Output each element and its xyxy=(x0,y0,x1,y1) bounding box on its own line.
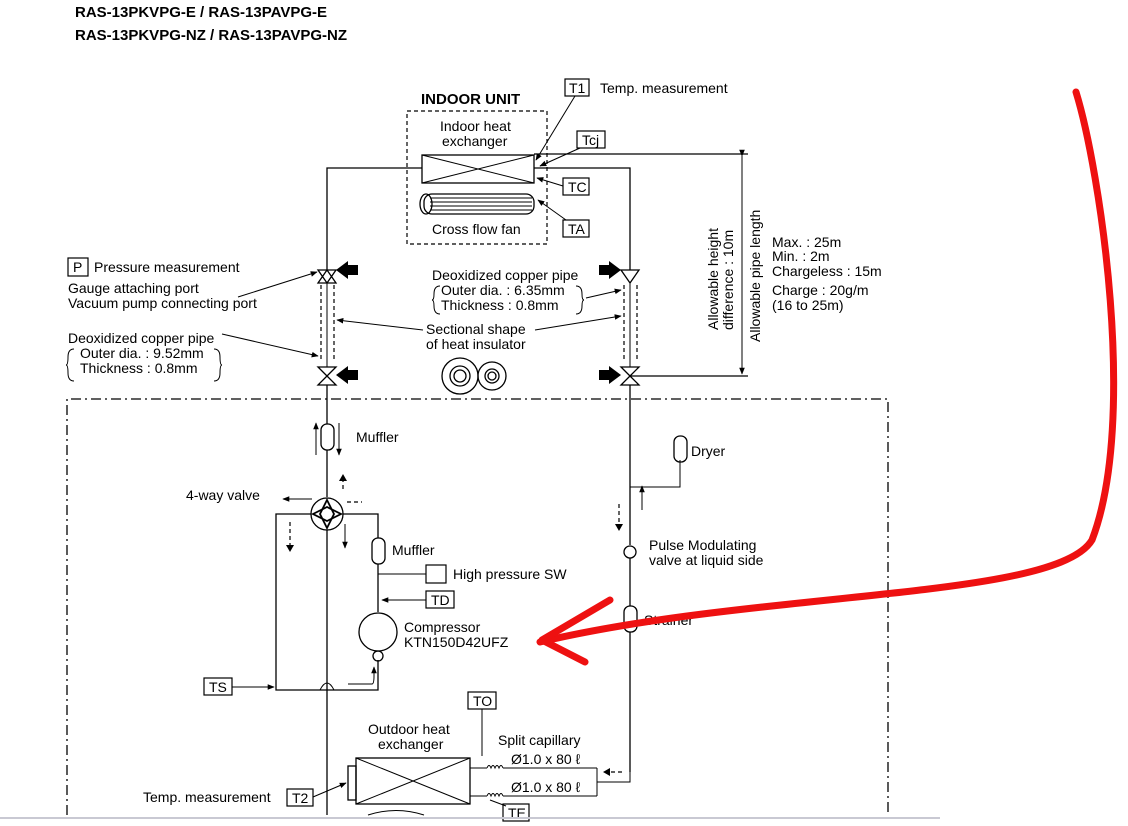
insulator-label-2: of heat insulator xyxy=(426,336,526,352)
right-service-valves xyxy=(619,269,641,399)
sensor-t2: T2 xyxy=(292,790,309,806)
pressure-measurement-label: Pressure measurement xyxy=(94,259,240,275)
split-capillary-label: Split capillary xyxy=(498,732,580,748)
capillary-1-label: Ø1.0 x 80 ℓ xyxy=(511,751,581,767)
left-brace-open xyxy=(65,348,75,382)
sensor-ta-box xyxy=(562,219,590,238)
sensor-t2-box xyxy=(286,788,314,807)
indoor-hx-label-1: Indoor heat xyxy=(440,118,511,134)
insulator-leader-left xyxy=(336,317,424,331)
sensor-tcj-box xyxy=(576,130,606,149)
suction-flow-arrow xyxy=(348,666,377,685)
right-pipe-title: Deoxidized copper pipe xyxy=(432,267,579,283)
cross-flow-fan-icon xyxy=(419,193,535,215)
left-pipe-outer: Outer dia. : 9.52mm xyxy=(80,345,204,361)
gauge-port-label: Gauge attaching port xyxy=(68,280,199,296)
allowable-charge: Charge : 20g/m xyxy=(772,282,869,298)
outdoor-hx-label-2: exchanger xyxy=(378,736,444,752)
sensor-to: TO xyxy=(473,693,492,709)
allowable-max: Max. : 25m xyxy=(772,234,841,250)
t2-leader xyxy=(312,782,347,798)
four-way-valve-piping xyxy=(275,474,379,750)
heat-insulator-section-icon xyxy=(441,357,507,395)
ta-leader xyxy=(537,199,567,221)
indoor-hx-label-2: exchanger xyxy=(442,133,508,149)
indoor-unit-title: INDOOR UNIT xyxy=(421,91,520,108)
tcj-leader xyxy=(539,147,581,167)
sensor-tc-box xyxy=(562,177,590,196)
sensor-t1-box xyxy=(564,78,590,97)
red-annotation-arrow xyxy=(536,88,1118,666)
flow-block-arrows xyxy=(336,261,621,384)
connecting-piping xyxy=(326,153,748,377)
allowable-height-2: difference : 10m xyxy=(720,230,736,330)
sensor-ta: TA xyxy=(568,221,586,237)
four-way-valve-label: 4-way valve xyxy=(186,487,260,503)
dryer-label: Dryer xyxy=(691,443,726,459)
allowable-height-1: Allowable height xyxy=(705,228,721,330)
sensor-tc: TC xyxy=(568,179,587,195)
right-brace-open xyxy=(431,285,441,315)
allowable-chargeless: Chargeless : 15m xyxy=(772,263,882,279)
compressor-label-1: Compressor xyxy=(404,619,481,635)
t1-leader xyxy=(535,95,576,161)
t2-label: Temp. measurement xyxy=(143,789,271,805)
allowable-min: Min. : 2m xyxy=(772,248,830,264)
sensor-tcj: Tcj xyxy=(582,132,599,148)
sensor-p: P xyxy=(73,259,82,275)
high-pressure-sw-label: High pressure SW xyxy=(453,566,567,582)
tc-leader xyxy=(536,177,564,187)
right-pipe-leader xyxy=(585,288,622,299)
split-capillary-piping xyxy=(470,765,631,798)
te-leader xyxy=(489,799,507,807)
high-pressure-switch-icon xyxy=(425,564,447,584)
sensor-t1-label: Temp. measurement xyxy=(600,80,728,96)
sensor-p-box xyxy=(67,257,89,277)
left-pipe-leader xyxy=(221,333,319,358)
allowable-pipe-length: Allowable pipe length xyxy=(747,210,763,342)
model-title-line1: RAS-13PKVPG-E / RAS-13PAVPG-E xyxy=(75,4,327,21)
indoor-unit-boundary xyxy=(406,110,548,245)
sensor-td: TD xyxy=(431,592,450,608)
compressor-icon xyxy=(358,612,398,662)
liquid-line xyxy=(615,399,688,772)
four-way-valve-icon xyxy=(310,497,344,531)
allowable-charge-range: (16 to 25m) xyxy=(772,297,844,313)
cross-flow-fan-label: Cross flow fan xyxy=(432,221,521,237)
right-brace-close xyxy=(575,285,585,315)
outdoor-unit-boundary xyxy=(66,398,889,815)
insulator-label-1: Sectional shape xyxy=(426,321,526,337)
left-pipe-title: Deoxidized copper pipe xyxy=(68,330,215,346)
model-title-line2: RAS-13PKVPG-NZ / RAS-13PAVPG-NZ xyxy=(75,27,347,44)
sensor-ts: TS xyxy=(209,679,227,695)
gauge-leader xyxy=(237,271,318,298)
right-pipe-thickness: Thickness : 0.8mm xyxy=(441,297,558,313)
compressor-model: KTN150D42UFZ xyxy=(404,634,509,650)
left-brace-close xyxy=(213,348,223,382)
muffler-compressor-label: Muffler xyxy=(392,542,435,558)
muffler-top-label: Muffler xyxy=(356,429,399,445)
left-pipe-thickness: Thickness : 0.8mm xyxy=(80,360,197,376)
sensor-t1: T1 xyxy=(569,80,586,96)
fan-edge xyxy=(367,810,425,816)
outdoor-hx-label-1: Outdoor heat xyxy=(368,721,450,737)
gas-line xyxy=(313,399,342,497)
right-pipe-outer: Outer dia. : 6.35mm xyxy=(441,282,565,298)
sensor-te-box xyxy=(502,803,530,822)
left-service-valves xyxy=(316,268,338,399)
indoor-heat-exchanger xyxy=(421,154,535,184)
vacuum-port-label: Vacuum pump connecting port xyxy=(68,295,257,311)
insulator-leader-right xyxy=(534,314,622,331)
capillary-2-label: Ø1.0 x 80 ℓ xyxy=(511,779,581,795)
outdoor-heat-exchanger xyxy=(326,750,471,815)
muffler-compressor-icon xyxy=(371,537,386,565)
pmv-label-2: valve at liquid side xyxy=(649,552,764,568)
pmv-label-1: Pulse Modulating xyxy=(649,537,756,553)
